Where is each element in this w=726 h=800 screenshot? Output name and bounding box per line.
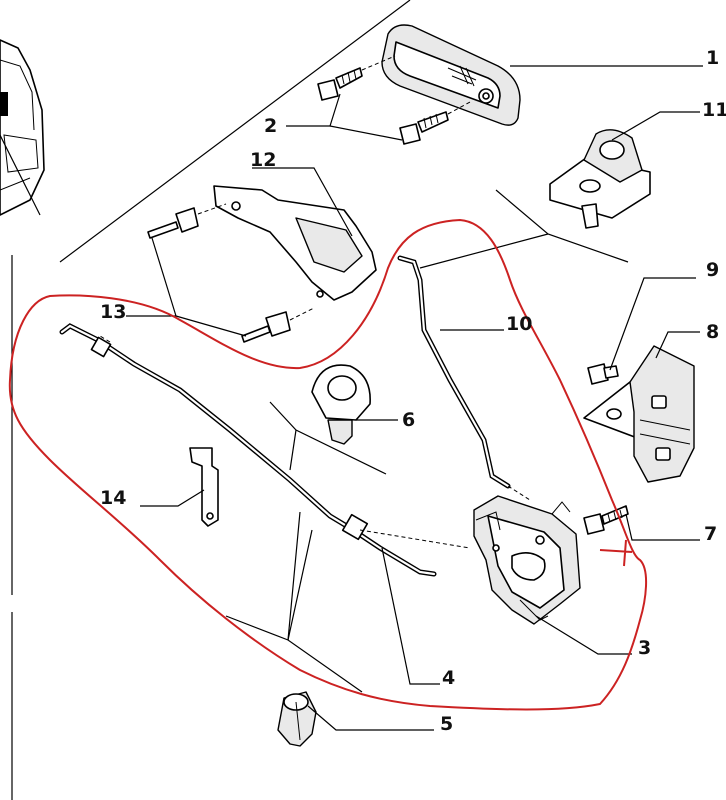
part-13-rivets [126, 203, 315, 343]
part-12-bracket [213, 167, 377, 301]
callout-5: 5 [440, 713, 453, 735]
callout-2: 2 [264, 115, 277, 137]
part-1-door-handle [381, 24, 703, 126]
part-10-rod [397, 189, 629, 501]
callout-1: 1 [706, 47, 719, 69]
reference-lines [225, 401, 387, 693]
part-3-lock-assembly [473, 495, 632, 655]
callout-10: 10 [506, 313, 532, 335]
callout-12: 12 [250, 149, 276, 171]
callout-7: 7 [704, 523, 717, 545]
callout-6: 6 [402, 409, 415, 431]
part-7-screw [583, 505, 700, 541]
part-6-guide [311, 364, 398, 445]
red-annotation-mark [599, 539, 633, 567]
part-14-clip [140, 447, 219, 527]
vehicle-thumbnail-icon [0, 39, 45, 216]
callout-11: 11 [702, 99, 726, 121]
part-8-striker [583, 331, 700, 483]
part-5-clip [277, 691, 434, 747]
page-frame [11, 0, 411, 800]
part-2-screws [286, 55, 471, 145]
callout-13: 13 [100, 301, 126, 323]
callout-14: 14 [100, 487, 126, 509]
callout-4: 4 [442, 667, 455, 689]
callout-3: 3 [638, 637, 651, 659]
part-9-screw [587, 277, 696, 385]
callout-8: 8 [706, 321, 719, 343]
callout-9: 9 [706, 259, 719, 281]
part-4-cable [59, 323, 471, 685]
part-11-clip [549, 111, 700, 229]
red-annotation-outline [8, 219, 648, 711]
